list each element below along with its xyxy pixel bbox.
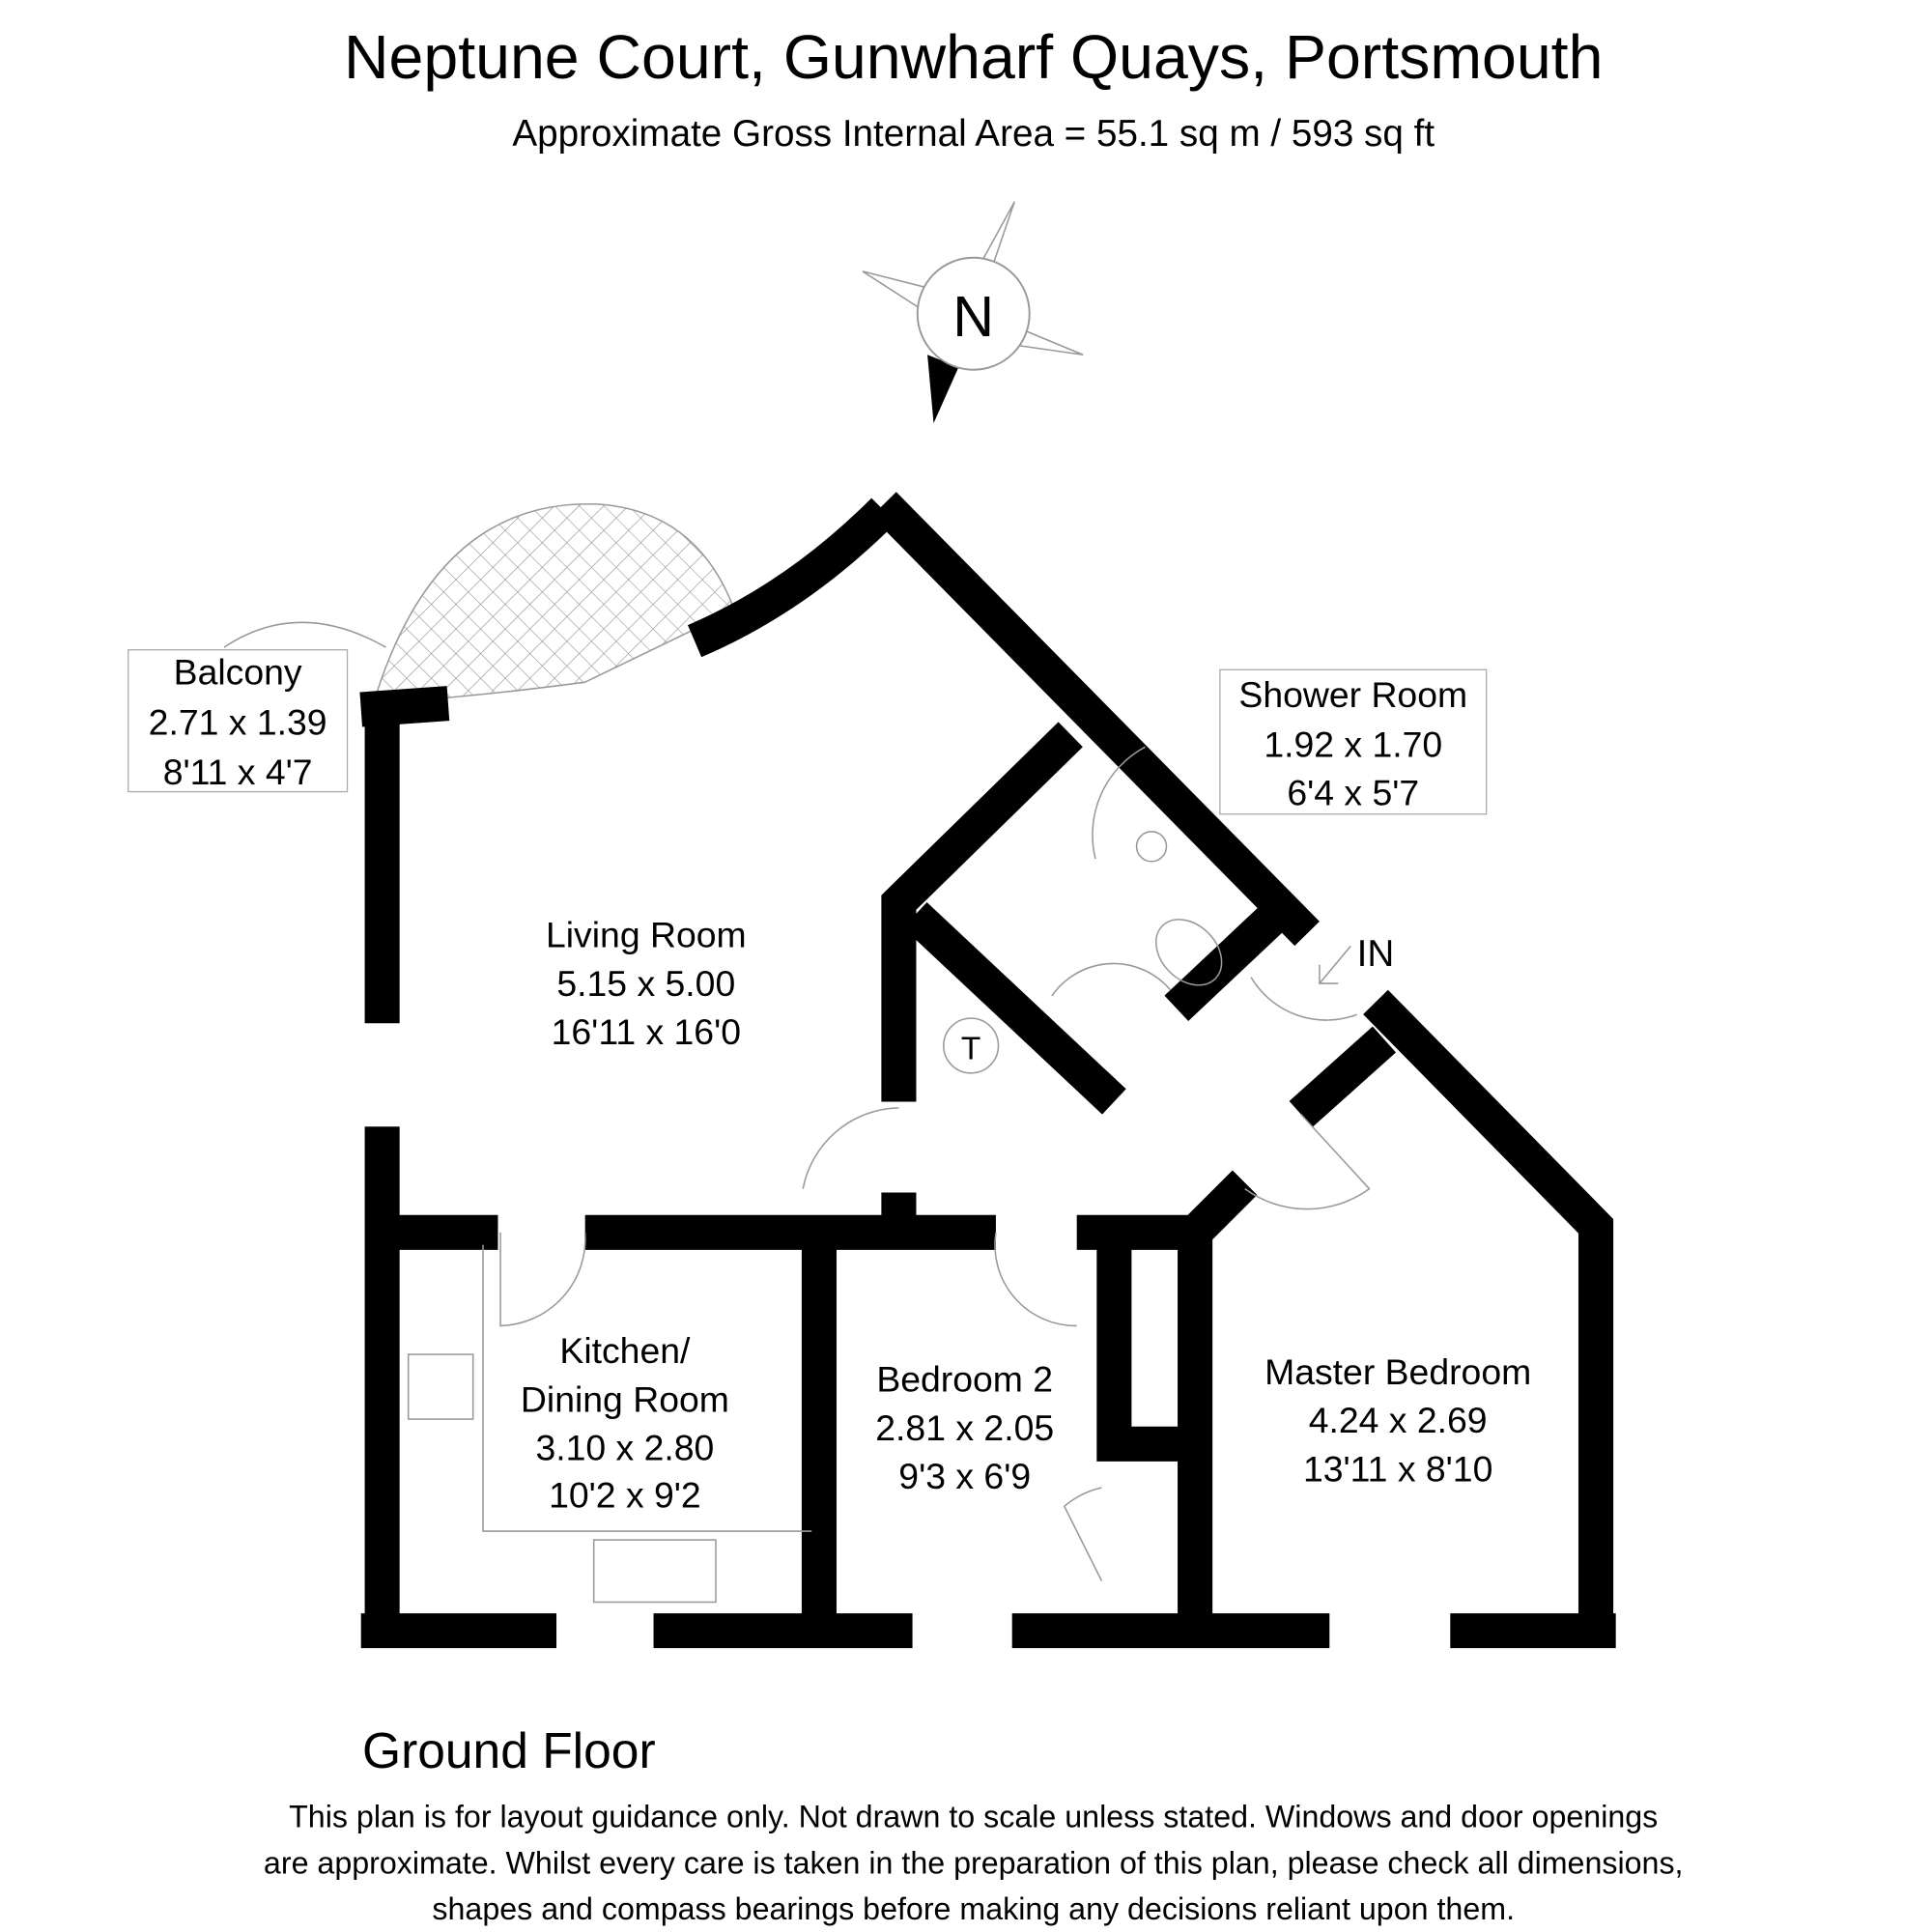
tank-icon [943,1017,1000,1074]
room-imperial: 8'11 x 4'7 [163,752,313,792]
compass-icon: N [862,201,1084,424]
room-imperial: 10'2 x 9'2 [549,1475,701,1516]
doors-fixtures: T IN [407,746,1395,1604]
page-title: Neptune Court, Gunwharf Quays, Portsmout… [344,22,1603,92]
room-name-line2: Dining Room [521,1378,729,1419]
room-imperial: 16'11 x 16'0 [552,1011,741,1052]
room-metric: 2.81 x 2.05 [875,1407,1054,1448]
room-imperial: 9'3 x 6'9 [898,1456,1031,1496]
room-label-balcony: Balcony 2.71 x 1.39 8'11 x 4'7 [149,652,327,792]
room-imperial: 13'11 x 8'10 [1303,1449,1492,1490]
room-label-bedroom-2: Bedroom 2 2.81 x 2.05 9'3 x 6'9 [875,1359,1054,1497]
tank-label: T [961,1032,980,1067]
toilet-icon [1154,919,1223,986]
room-metric: 3.10 x 2.80 [535,1428,714,1468]
basin-icon [1135,831,1168,863]
balcony-area [223,503,736,704]
room-imperial: 6'4 x 5'7 [1287,773,1419,813]
entrance-label: IN [1357,933,1395,975]
sink-icon [592,1539,717,1604]
room-name: Balcony [174,652,302,693]
floor-label: Ground Floor [362,1722,656,1778]
room-name: Master Bedroom [1264,1351,1531,1392]
area-subtitle: Approximate Gross Internal Area = 55.1 s… [512,113,1435,155]
compass-north-label: N [952,284,994,349]
room-metric: 4.24 x 2.69 [1309,1400,1488,1440]
room-label-master-bedroom: Master Bedroom 4.24 x 2.69 13'11 x 8'10 [1264,1351,1531,1490]
room-metric: 5.15 x 5.00 [556,963,735,1004]
room-metric: 2.71 x 1.39 [149,701,327,742]
room-metric: 1.92 x 1.70 [1264,724,1442,765]
walls [359,492,1616,1649]
room-name: Shower Room [1238,674,1467,715]
room-label-living-room: Living Room 5.15 x 5.00 16'11 x 16'0 [546,915,747,1053]
room-label-kitchen: Kitchen/ Dining Room 3.10 x 2.80 10'2 x … [521,1330,729,1515]
hob-icon [407,1353,474,1420]
disclaimer-line-1: This plan is for layout guidance only. N… [289,1800,1658,1834]
disclaimer-line-2: are approximate. Whilst every care is ta… [264,1845,1684,1880]
room-name: Living Room [546,915,747,955]
entrance-arrow-icon [1319,945,1351,984]
room-label-shower-room: Shower Room 1.92 x 1.70 6'4 x 5'7 [1238,674,1467,813]
disclaimer-line-3: shapes and compass bearings before makin… [432,1891,1515,1926]
room-name: Kitchen/ [559,1330,691,1371]
room-name: Bedroom 2 [876,1359,1053,1400]
